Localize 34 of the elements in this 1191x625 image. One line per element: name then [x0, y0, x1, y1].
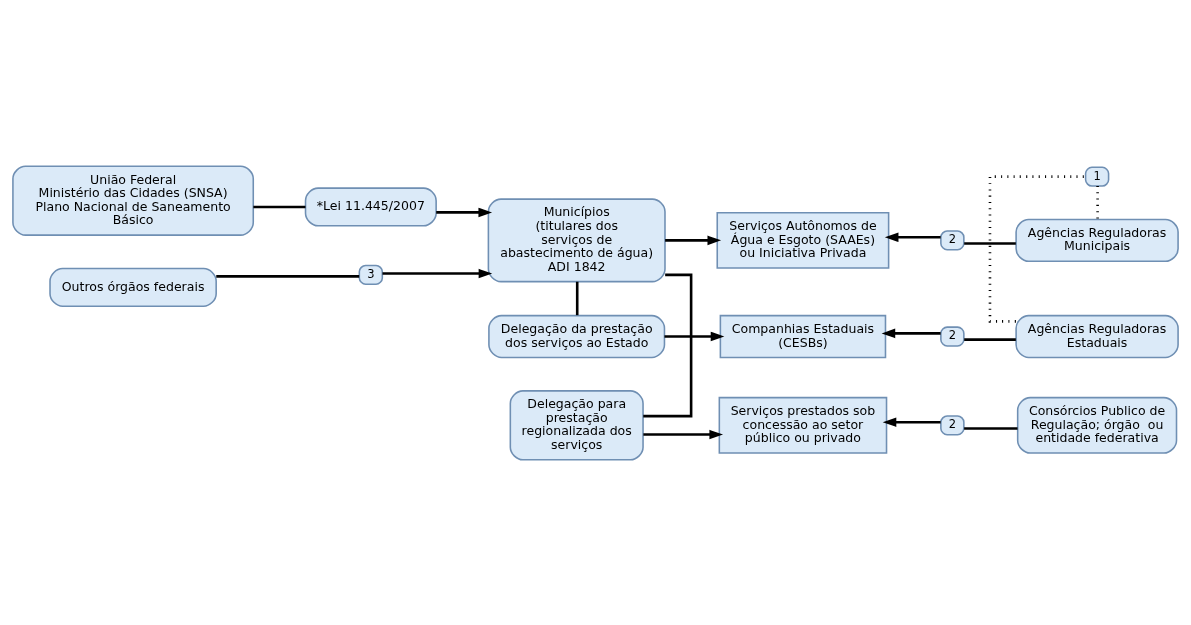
node-box: Serviços Autônomos de Água e Esgoto (SAAEs) ou Iniciativa Privada [716, 211, 890, 269]
node-box: Serviços prestados sob concessão ao setor público ou privado [718, 396, 888, 454]
arrow [882, 416, 941, 427]
arrow [665, 235, 722, 245]
arrow [643, 429, 724, 439]
connector [988, 174, 1086, 323]
connector [575, 281, 579, 315]
connector [1096, 185, 1099, 219]
connector [964, 337, 1016, 341]
connector [253, 205, 306, 208]
arrow [664, 331, 725, 341]
arrow [382, 268, 493, 278]
node-box: Agências Reguladoras Municipais [1015, 218, 1179, 262]
node-box: Outros órgãos federais [49, 267, 217, 307]
node-box: 3 [358, 264, 384, 285]
node-box: União Federal Ministério das Cidades (SNSA) Plano Nacional de Saneamento Básico [12, 164, 255, 236]
arrow [881, 328, 941, 338]
arrow [884, 231, 941, 242]
node-box: Agências Reguladoras Estaduais [1015, 314, 1179, 358]
node-box: Companhias Estaduais (CESBs) [719, 314, 887, 358]
node-box: 2 [940, 229, 965, 251]
connector [964, 426, 1018, 430]
node-box: Delegação para prestação regionalizada dos serviços [509, 389, 644, 461]
arrow [436, 207, 493, 217]
node-box: Municípios (titulares dos serviços de abastecimento de água) ADI 1842 [487, 197, 666, 282]
node-box: 2 [940, 414, 965, 436]
node-box: Delegação da prestação dos serviços ao Estado [488, 314, 666, 358]
connector [216, 274, 360, 278]
node-box: 1 [1084, 165, 1110, 187]
node-box: *Lei 11.445/2007 [304, 186, 437, 227]
connector [964, 241, 1016, 245]
connector [643, 273, 693, 417]
node-box: Consórcios Publico de Regulação; órgão ou entidade federativa [1016, 396, 1178, 454]
node-box: 2 [940, 325, 965, 347]
